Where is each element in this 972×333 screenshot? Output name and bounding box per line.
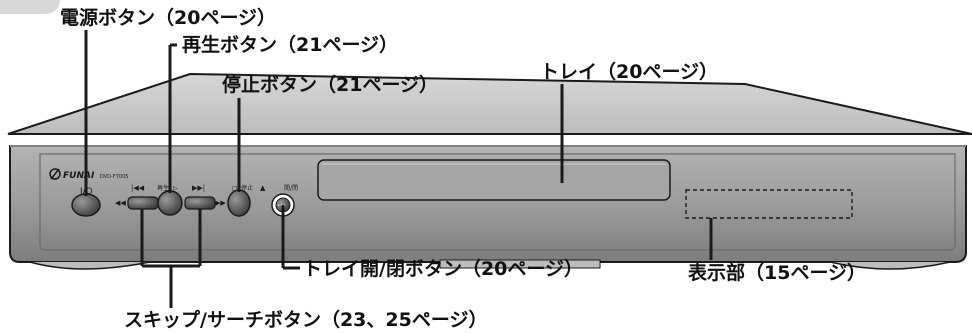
- rew-icon: ◀◀: [115, 199, 126, 207]
- callout-play-button: 再生ボタン（21ページ）: [182, 34, 399, 56]
- foot-right: [829, 261, 951, 270]
- skip-fwd-icon: ▶▶|: [192, 184, 205, 192]
- stop-button: [227, 189, 251, 217]
- skip-back-icon: |◀◀: [131, 184, 145, 192]
- brand-name: FUNAI: [63, 171, 95, 181]
- front-panel: [9, 145, 967, 263]
- callout-skip-search-buttons: スキップ/サーチボタン（23、25ページ）: [124, 309, 488, 331]
- callout-display: 表示部（15ページ）: [688, 262, 867, 284]
- play-button: [157, 190, 183, 216]
- power-button: [71, 193, 101, 217]
- play-icon: ▷: [173, 185, 178, 192]
- display-window: [685, 189, 853, 219]
- stop-icon: □: [232, 185, 238, 192]
- top-lid: [7, 72, 972, 135]
- page-tab-corner: [0, 0, 60, 14]
- stop-label: 停止: [241, 184, 253, 192]
- svg-text:•••: •••: [277, 203, 286, 209]
- leader-lines: [84, 30, 713, 308]
- eject-icon: ▲: [260, 184, 266, 192]
- open-close-label: 開/閉: [284, 185, 298, 192]
- callout-stop-button: 停止ボタン（21ページ）: [222, 74, 439, 96]
- center-notch: [439, 259, 601, 269]
- model-name: DVD-F7005: [100, 174, 128, 180]
- brand-logo: [49, 168, 61, 180]
- disc-tray: [317, 159, 671, 201]
- callout-power-button: 電源ボタン（20ページ）: [60, 7, 277, 29]
- foot-left: [29, 261, 151, 270]
- callout-open-close-button: トレイ開/閉ボタン（20ページ）: [303, 258, 584, 280]
- callout-tray: トレイ（20ページ）: [540, 61, 719, 83]
- skip-back-button: [127, 196, 159, 210]
- ff-icon: ▶▶: [215, 199, 226, 207]
- play-label: 再生: [157, 184, 169, 192]
- skip-fwd-button: [184, 196, 216, 210]
